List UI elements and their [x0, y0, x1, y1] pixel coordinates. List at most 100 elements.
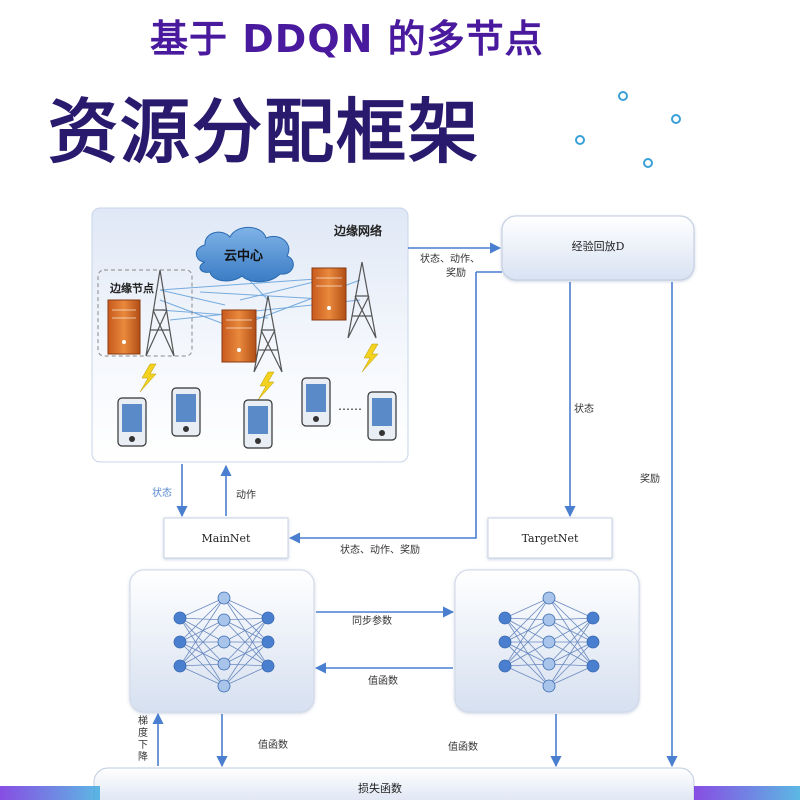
nn-node [542, 679, 556, 693]
tower-icon [347, 261, 377, 339]
targetnet-box: TargetNet [487, 517, 613, 559]
main-neural-network [129, 569, 315, 713]
nn-edge [223, 641, 269, 665]
label-gradient-descent: 梯度下降 [138, 714, 148, 763]
label-state-up: 状态 [152, 486, 172, 499]
nn-edge [504, 597, 550, 643]
nn-edge [548, 641, 594, 665]
nn-node [261, 635, 275, 649]
wireless-signal-icon [139, 343, 379, 401]
nn-edge [548, 597, 594, 619]
label-q-value-left: 值函数 [258, 738, 288, 751]
more-devices-dots: …… [338, 399, 362, 413]
nn-edge [548, 617, 594, 687]
nn-node [542, 635, 556, 649]
nn-edge [504, 597, 550, 619]
nn-edge [223, 663, 269, 667]
nn-edge [548, 641, 594, 687]
bottom-accent-left [0, 786, 100, 800]
label-reward-down: 奖励 [640, 472, 660, 485]
decorative-lines [575, 91, 800, 168]
nn-node [217, 591, 231, 605]
nn-node [498, 611, 512, 625]
nn-edge [179, 619, 225, 643]
nn-node [498, 635, 512, 649]
nn-edge [504, 619, 550, 643]
mobile-device-icon [243, 399, 273, 449]
mobile-device-icon [171, 387, 201, 437]
mainnet-label: MainNet [202, 532, 252, 545]
edge-network-panel: 边缘网络 云中心 边缘节点 [91, 207, 409, 463]
label-to-mainnet: 状态、动作、奖励 [340, 543, 420, 556]
edge-node-box [97, 269, 193, 357]
nn-node [498, 659, 512, 673]
tower-icon [145, 269, 175, 357]
nn-edge [179, 665, 225, 687]
mainnet-box: MainNet [163, 517, 289, 559]
nn-edge [504, 619, 550, 667]
nn-node [586, 659, 600, 673]
nn-edge [548, 617, 594, 643]
nn-edge [504, 665, 550, 687]
nn-node [217, 635, 231, 649]
replay-memory-label: 经验回放D [572, 239, 625, 253]
nn-edge [223, 641, 269, 687]
nn-edge [179, 617, 225, 621]
nn-node [217, 613, 231, 627]
nn-edge [223, 617, 269, 643]
targetnet-label: TargetNet [522, 532, 579, 545]
server-icon [107, 299, 141, 355]
nn-edge [548, 619, 594, 643]
nn-edge [504, 641, 550, 665]
server-icon [221, 309, 257, 363]
nn-node [173, 611, 187, 625]
label-state-down: 状态 [574, 402, 594, 415]
nn-node [261, 611, 275, 625]
nn-node [586, 611, 600, 625]
target-neural-network [454, 569, 640, 713]
nn-edge [504, 641, 550, 667]
nn-edge [179, 641, 225, 667]
label-to-replay: 状态、动作、 [420, 252, 480, 265]
nn-edge [223, 597, 269, 619]
nn-edge [223, 617, 269, 687]
nn-edge [179, 597, 225, 619]
loss-function-label: 损失函数 [358, 781, 402, 795]
label-sync: 同步参数 [352, 614, 392, 627]
arrow-replay-to-mainnet [288, 272, 477, 544]
nn-edge [179, 663, 225, 667]
server-icon [311, 267, 347, 321]
mobile-device-icon [301, 377, 331, 427]
nn-edge [504, 617, 550, 665]
nn-edge [548, 619, 594, 667]
nn-edge [548, 617, 594, 621]
edge-node-label: 边缘节点 [109, 281, 154, 295]
nn-edge [504, 617, 550, 687]
nn-edge [548, 663, 594, 667]
cloud-center-icon: 云中心 [195, 226, 294, 283]
nn-edge [223, 597, 269, 643]
label-to-replay-2: 奖励 [446, 266, 466, 279]
nn-edge [179, 597, 225, 667]
cloud-center-label: 云中心 [224, 248, 263, 264]
nn-edge [548, 597, 594, 643]
label-q-value-mid: 值函数 [368, 674, 398, 687]
nn-node [586, 635, 600, 649]
nn-edge [223, 641, 269, 667]
nn-edge [504, 617, 550, 621]
loss-function-box: 损失函数 [93, 767, 695, 800]
tower-icon [253, 295, 283, 373]
nn-edge [504, 617, 550, 643]
nn-edge [223, 619, 269, 667]
nn-edge [223, 665, 269, 687]
nn-node [173, 659, 187, 673]
nn-node [542, 657, 556, 671]
nn-edge [223, 597, 269, 667]
nn-node [261, 659, 275, 673]
nn-node [542, 591, 556, 605]
nn-node [173, 635, 187, 649]
nn-edge [548, 597, 594, 667]
nn-edge [179, 641, 225, 687]
bottom-accent-right [694, 786, 800, 800]
nn-edge [548, 617, 594, 665]
